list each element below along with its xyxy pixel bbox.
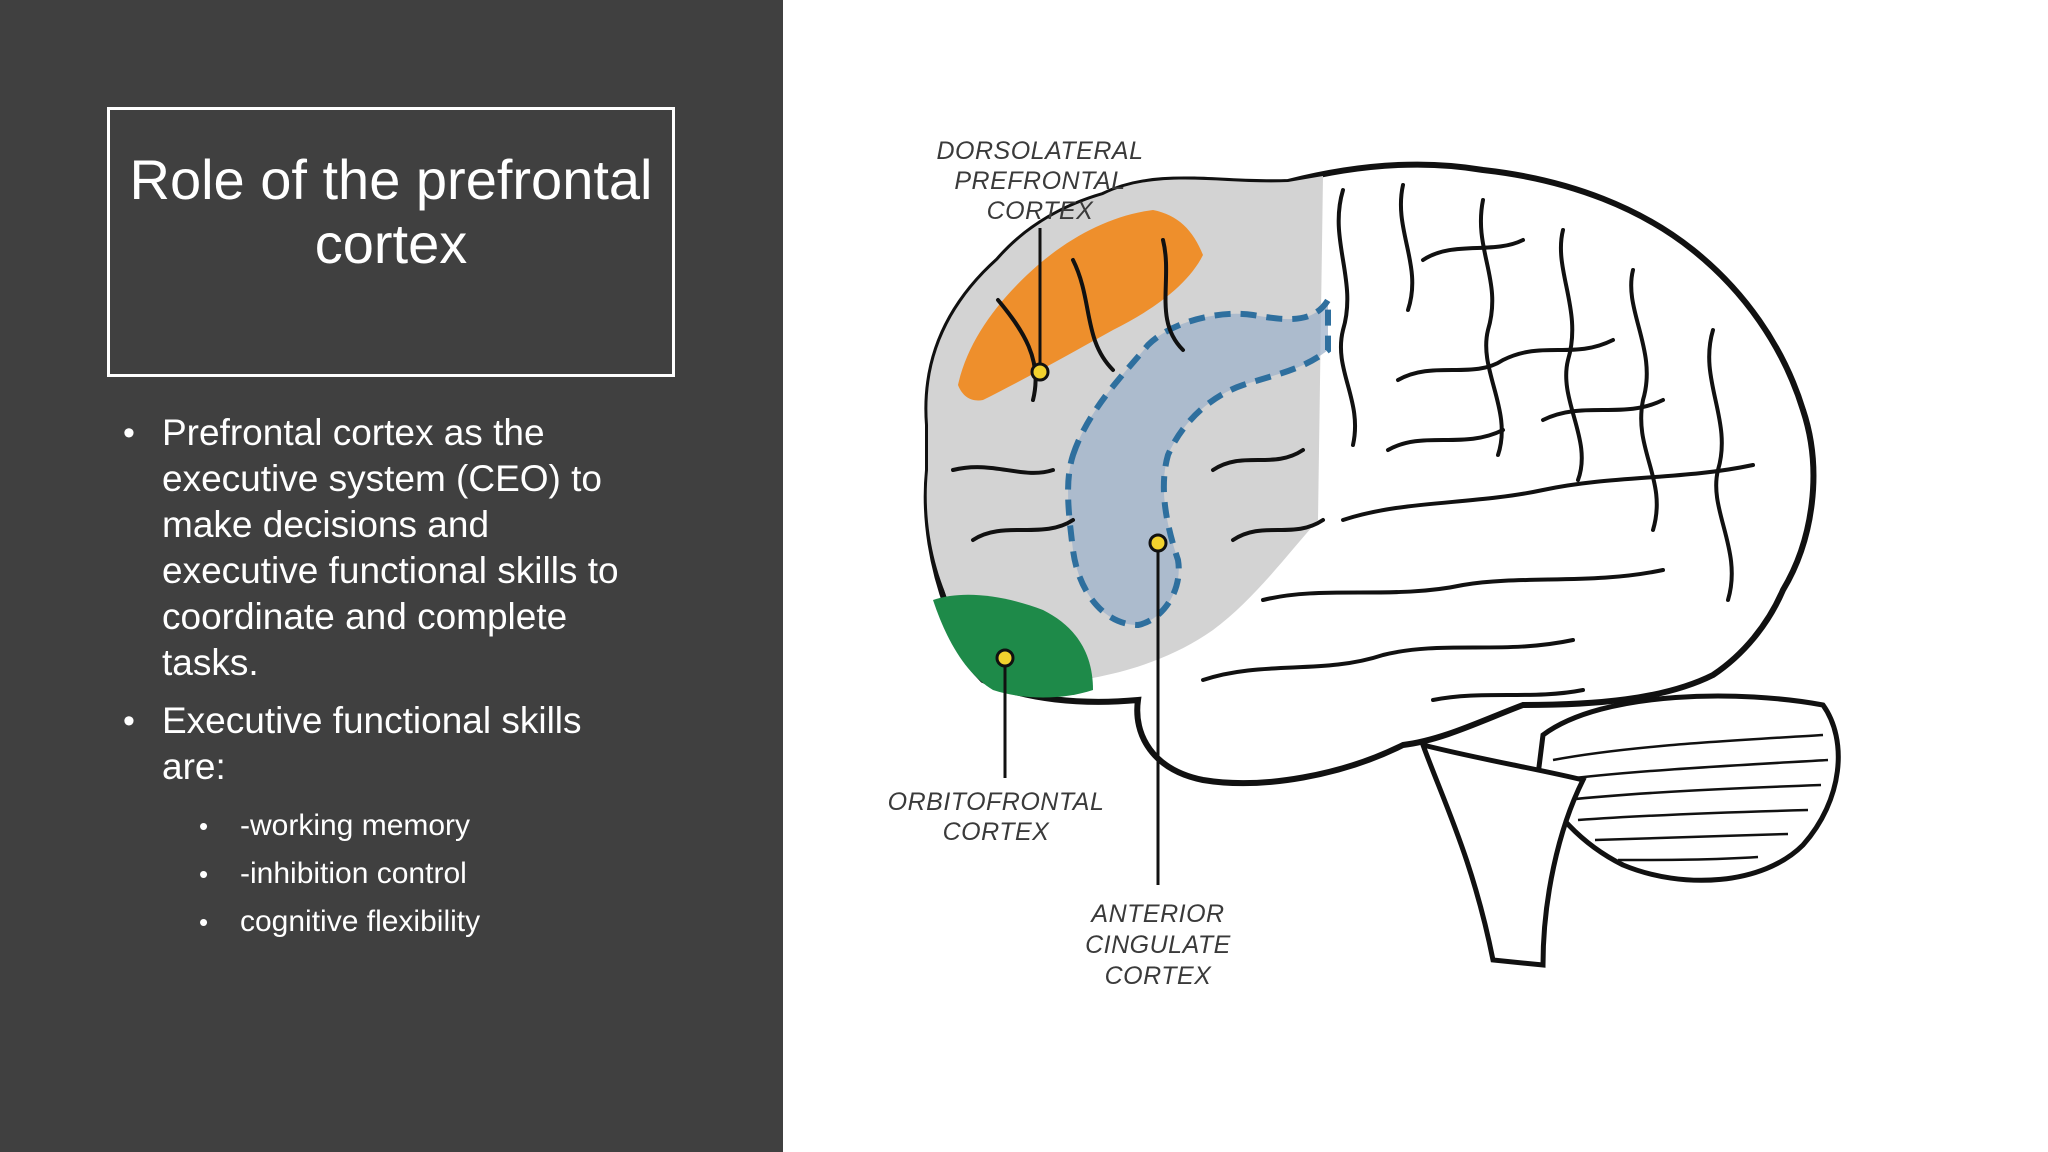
subbullet-text: -inhibition control (240, 857, 467, 890)
label-dorsolateral-line-1: DORSOLATERAL (937, 137, 1144, 165)
bullet-text-line: Prefrontal cortex as the (162, 412, 545, 453)
label-dorsolateral-line-2: PREFRONTAL (954, 167, 1125, 195)
cerebellum (1535, 693, 1841, 883)
pointer-lines (1003, 228, 1160, 885)
bullet-text-line: Executive functional skills (162, 700, 582, 741)
left-panel: Role of the prefrontal cortex • Prefront… (0, 0, 783, 1152)
subbullet-text: cognitive flexibility (240, 905, 481, 938)
bullet-dot-icon: • (199, 907, 209, 937)
cerebellum-folds (1552, 733, 1829, 862)
bullet-text-line: executive functional skills to (162, 550, 619, 591)
bullet-dot-icon: • (199, 811, 209, 841)
bullet-dot-icon: • (123, 414, 135, 452)
subbullet-working-memory: • -working memory (120, 802, 680, 850)
label-dorsolateral-line-3: CORTEX (987, 197, 1095, 225)
subbullet-inhibition-control: • -inhibition control (120, 850, 680, 898)
bullet-list: • Prefrontal cortex as the executive sys… (120, 410, 680, 946)
bullet-item-executive-skills: • Executive functional skills are: (120, 698, 680, 790)
label-orbitofrontal-line-2: CORTEX (943, 818, 1051, 846)
bullet-text-line: tasks. (162, 642, 259, 683)
brainstem (1419, 741, 1587, 968)
label-orbitofrontal: ORBITOFRONTAL CORTEX (888, 788, 1105, 846)
anterior-cingulate-region (1065, 289, 1331, 629)
bullet-text-line: executive system (CEO) to (162, 458, 603, 499)
slide-title-line-1: Role of the prefrontal (129, 148, 653, 211)
cortex-folds (951, 183, 1755, 702)
dorsolateral-region (958, 210, 1203, 401)
bullet-text-line: coordinate and complete (162, 596, 568, 637)
bullet-text-line: are: (162, 746, 226, 787)
subbullet-cognitive-flexibility: • cognitive flexibility (120, 898, 680, 946)
brain-diagram: DORSOLATERAL PREFRONTAL CORTEX ORBITOFRO… (783, 0, 2048, 1152)
dorsolateral-marker (1030, 362, 1050, 382)
orbitofrontal-marker (995, 648, 1015, 668)
brain-illustration: DORSOLATERAL PREFRONTAL CORTEX ORBITOFRO… (888, 137, 1841, 990)
label-orbitofrontal-line-1: ORBITOFRONTAL (888, 788, 1105, 816)
slide-title-line-2: cortex (314, 212, 468, 275)
label-anterior-cingulate-line-3: CORTEX (1105, 962, 1213, 990)
bullet-item-prefrontal-ceo: • Prefrontal cortex as the executive sys… (120, 410, 680, 686)
orbitofrontal-region (933, 594, 1093, 698)
bullet-dot-icon: • (199, 859, 209, 889)
label-anterior-cingulate-line-1: ANTERIOR (1089, 900, 1224, 928)
label-dorsolateral: DORSOLATERAL PREFRONTAL CORTEX (937, 137, 1144, 225)
bullet-text-line: make decisions and (162, 504, 490, 545)
anterior-cingulate-marker (1148, 533, 1168, 553)
label-anterior-cingulate: ANTERIOR CINGULATE CORTEX (1085, 900, 1231, 990)
subbullet-text: -working memory (240, 809, 471, 842)
bullet-dot-icon: • (123, 702, 135, 740)
label-anterior-cingulate-line-2: CINGULATE (1085, 931, 1231, 959)
title-box: Role of the prefrontal cortex (107, 107, 675, 377)
